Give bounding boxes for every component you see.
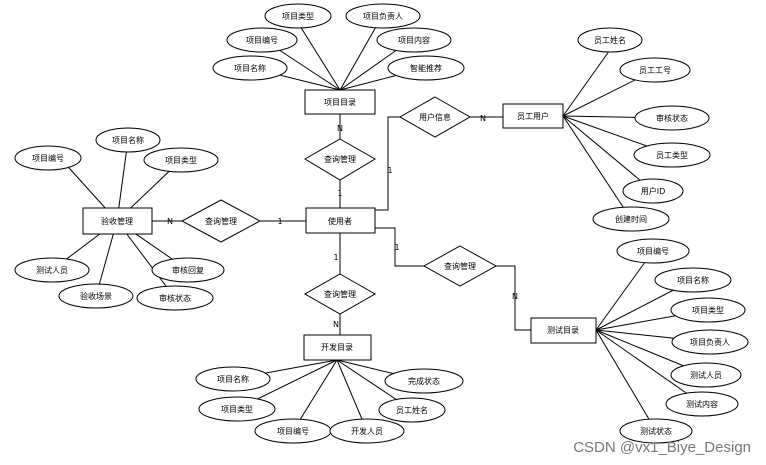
attr-create-time: 创建时间 bbox=[615, 214, 647, 224]
attr-dev-employee-name: 员工姓名 bbox=[396, 405, 428, 415]
attr-project-content: 项目内容 bbox=[398, 35, 430, 45]
entity-test-catalog: 测试目录 bbox=[547, 325, 579, 335]
attr-dev-complete-status: 完成状态 bbox=[408, 376, 440, 386]
attr-user-id: 用户ID bbox=[641, 186, 666, 196]
attr-accept-project-type: 项目类型 bbox=[165, 155, 197, 165]
attr-dev-project-number: 项目编号 bbox=[277, 426, 309, 436]
attr-project-type: 项目类型 bbox=[282, 11, 314, 21]
attr-smart-recommend: 智能推荐 bbox=[410, 63, 442, 73]
attr-project-number: 项目编号 bbox=[246, 35, 278, 45]
relationship-query-management-left: 查询管理 bbox=[205, 216, 237, 226]
attr-dev-developer: 开发人员 bbox=[351, 426, 383, 436]
entity-user: 使用者 bbox=[328, 216, 352, 226]
attr-accept-project-name: 项目名称 bbox=[112, 135, 144, 145]
attr-dev-project-type: 项目类型 bbox=[221, 404, 253, 414]
attr-project-name: 项目名称 bbox=[234, 63, 266, 73]
cardinality-user-top-1: 1 bbox=[337, 189, 342, 198]
relationship-query-management-top: 查询管理 bbox=[324, 154, 356, 164]
attr-test-project-owner: 项目负责人 bbox=[690, 337, 730, 347]
attr-test-content: 测试内容 bbox=[686, 399, 718, 409]
cardinality-catalog-n: N bbox=[337, 124, 343, 133]
entity-dev-catalog: 开发目录 bbox=[321, 342, 353, 352]
cardinality-user-bottom-1: 1 bbox=[333, 253, 338, 262]
entity-employee-user: 员工用户 bbox=[517, 111, 549, 121]
attr-accept-scenario: 验收场景 bbox=[80, 291, 112, 301]
attr-employee-name: 员工姓名 bbox=[594, 35, 626, 45]
cardinality-dev-n: N bbox=[333, 320, 339, 329]
attr-test-tester: 测试人员 bbox=[690, 370, 722, 380]
attr-accept-project-number: 项目编号 bbox=[32, 153, 64, 163]
cardinality-accept-n: N bbox=[167, 217, 173, 226]
relationship-user-info: 用户信息 bbox=[419, 112, 451, 122]
attr-review-status: 审核状态 bbox=[656, 113, 688, 123]
cardinality-user-right-1: 1 bbox=[387, 166, 392, 175]
cardinality-user-rb-1: 1 bbox=[394, 243, 399, 252]
attr-test-project-type: 项目类型 bbox=[692, 305, 724, 315]
attr-project-owner: 项目负责人 bbox=[363, 11, 403, 21]
cardinality-test-n: N bbox=[512, 292, 518, 301]
attr-accept-review-reply: 审核回复 bbox=[172, 265, 204, 275]
entity-project-catalog: 项目目录 bbox=[324, 98, 356, 107]
attr-test-project-number: 项目编号 bbox=[637, 246, 669, 256]
attr-test-project-name: 项目名称 bbox=[677, 275, 709, 285]
attr-accept-review-status: 审核状态 bbox=[159, 293, 191, 303]
attr-test-status: 测试状态 bbox=[640, 426, 672, 436]
attr-dev-project-name: 项目名称 bbox=[217, 374, 249, 384]
attr-accept-tester: 测试人员 bbox=[36, 265, 68, 275]
attr-employee-type: 员工类型 bbox=[656, 150, 688, 160]
relationship-query-management-bottom: 查询管理 bbox=[324, 289, 356, 299]
watermark: CSDN @vx1_Biye_Design bbox=[573, 439, 751, 456]
attr-employee-id: 员工工号 bbox=[639, 66, 671, 75]
entity-acceptance-management: 验收管理 bbox=[101, 216, 133, 226]
cardinality-emp-n: N bbox=[480, 114, 486, 123]
relationship-query-management-right: 查询管理 bbox=[444, 261, 476, 271]
cardinality-user-left-1: 1 bbox=[277, 217, 282, 226]
